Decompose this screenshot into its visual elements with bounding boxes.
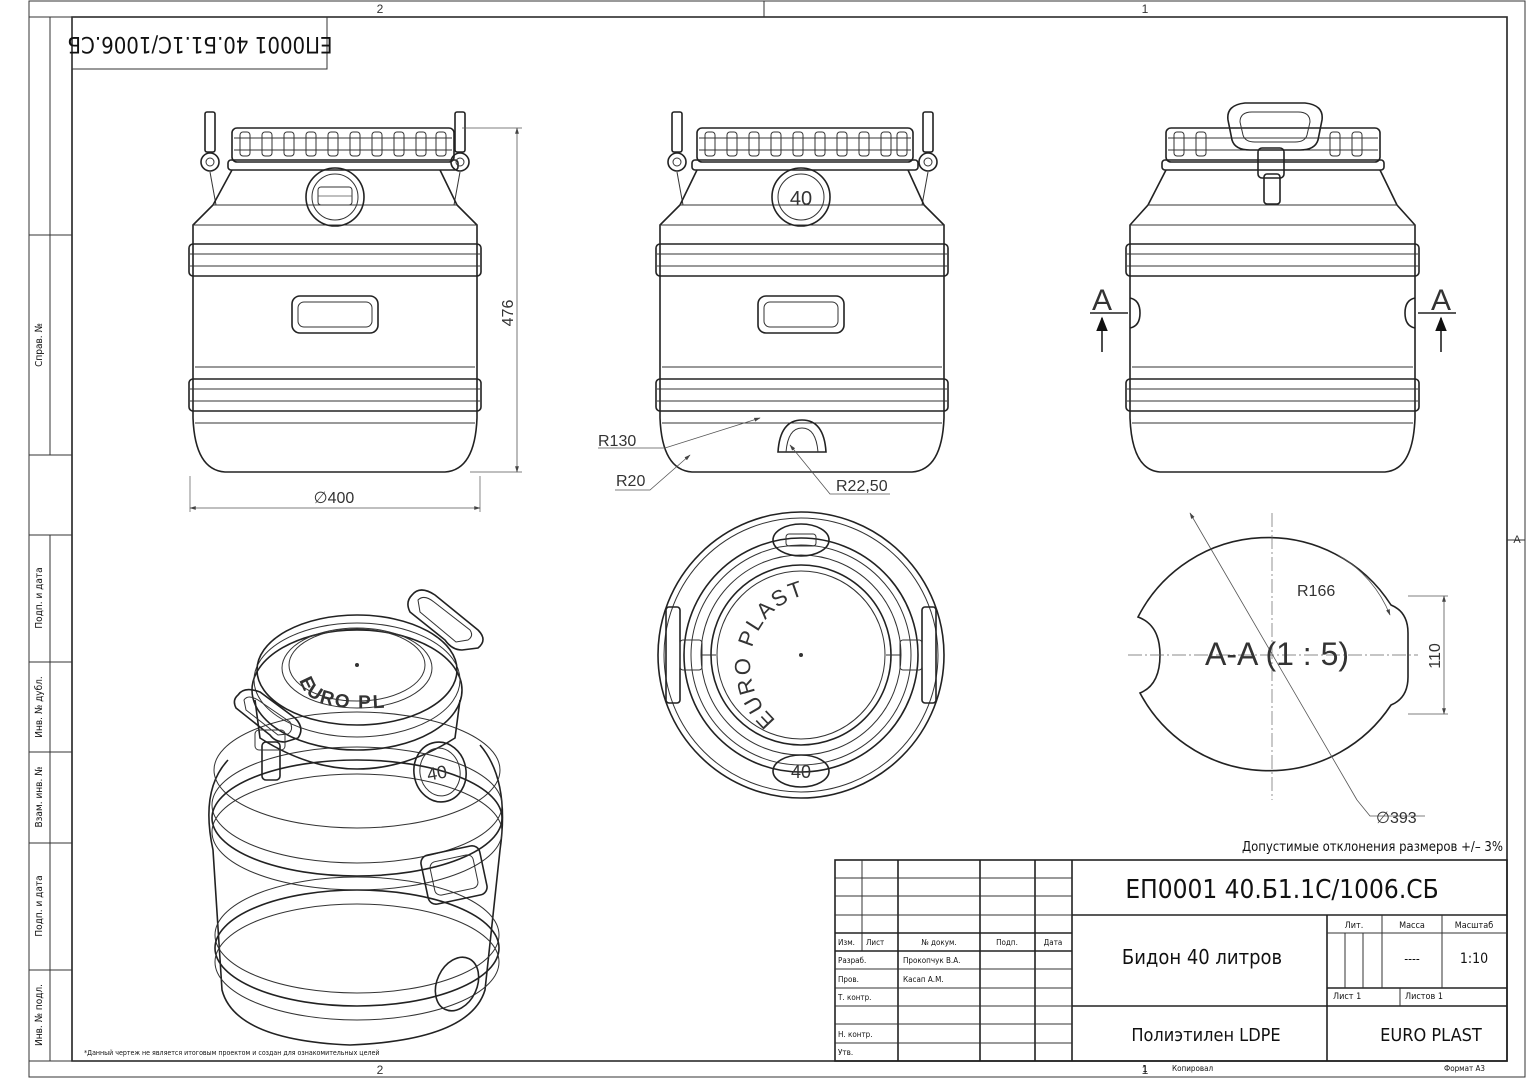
role-developer: Разраб. <box>838 955 866 965</box>
person-checker: Касап А.М. <box>903 975 944 984</box>
section-marker-left: A <box>1092 284 1112 317</box>
col-header-doc: № докум. <box>921 938 956 947</box>
title-block-name: Бидон 40 литров <box>1122 945 1282 969</box>
iso-badge-number: 40 <box>425 762 448 785</box>
title-block-lit-label: Лит. <box>1345 921 1364 931</box>
side-strip <box>29 17 72 1061</box>
disclaimer-note: *Данный чертеж не является итоговым прое… <box>84 1049 379 1057</box>
side-label-dup-inv: Инв. № дубл. <box>33 676 45 738</box>
side-radius-r22-50: R22,50 <box>836 478 888 495</box>
col-header-date: Дата <box>1044 938 1063 947</box>
title-block-scale-label: Масштаб <box>1455 920 1493 931</box>
section-opening-dim: 110 <box>1427 643 1444 669</box>
side-radius-r130: R130 <box>598 433 636 450</box>
side-label-ref-no: Справ. № <box>34 323 45 367</box>
isometric-view <box>208 589 504 1046</box>
title-block-scale-value: 1:10 <box>1460 951 1488 967</box>
title-block-company: EURO PLAST <box>1380 1025 1482 1046</box>
section-title: A-A (1 : 5) <box>1205 636 1349 672</box>
zone-label-right: A <box>1513 534 1521 546</box>
side-label-orig-inv: Инв. № подл. <box>34 984 45 1046</box>
section-diameter: ∅393 <box>1376 810 1417 827</box>
footer-copied: Копировал <box>1172 1064 1213 1073</box>
code-box-text: ЕП0001 40.Б1.1С/1006.СБ <box>67 31 332 56</box>
code-box <box>71 16 328 70</box>
footer-format: Формат А3 <box>1444 1064 1485 1073</box>
side-label-repl-inv: Взам. инв. № <box>34 766 45 827</box>
role-checker: Пров. <box>838 975 859 984</box>
col-header-sheet: Лист <box>866 938 884 947</box>
title-block <box>834 859 1508 1062</box>
section-radius: R166 <box>1297 583 1335 600</box>
side-label-sign-date-1: Подп. и дата <box>34 567 45 628</box>
top-logo-text: EURO PLAST <box>730 575 807 734</box>
zone-label-bottom-left: 2 <box>377 1063 384 1077</box>
title-block-material: Полиэтилен LDPE <box>1131 1025 1280 1046</box>
person-developer: Прокопчук В.А. <box>903 956 960 965</box>
col-header-change: Изм. <box>838 938 855 947</box>
side-view <box>598 111 949 495</box>
side-radius-r20: R20 <box>616 473 645 490</box>
top-view <box>657 511 945 799</box>
tolerance-note: Допустимые отклонения размеров +/– 3% <box>1242 840 1503 855</box>
front-view <box>188 111 522 512</box>
side-label-sign-date-2: Подп. и дата <box>34 875 45 936</box>
title-block-code: ЕП0001 40.Б1.1С/1006.СБ <box>1125 875 1438 905</box>
role-approved: Утв. <box>838 1048 853 1057</box>
role-tech-control: Т. контр. <box>837 993 871 1002</box>
front-height-dim: 476 <box>500 300 517 327</box>
front-width-dim: ∅400 <box>314 490 355 507</box>
top-logo-path: EURO PLAST <box>730 575 805 734</box>
top-badge-number: 40 <box>791 762 811 782</box>
col-header-sign: Подп. <box>996 938 1018 947</box>
zone-label-bottom-right: 1 <box>1142 1063 1149 1077</box>
role-norm-control: Н. контр. <box>838 1030 873 1039</box>
title-block-sheets: Листов 1 <box>1405 992 1443 1002</box>
title-block-sheet: Лист 1 <box>1333 992 1361 1002</box>
footer-sheet-no: 1 <box>1142 1064 1148 1075</box>
title-block-mass-label: Масса <box>1399 921 1425 931</box>
title-block-mass-value: ---- <box>1404 952 1420 966</box>
side-badge-number: 40 <box>790 188 812 210</box>
zone-label-top-left: 2 <box>377 2 384 16</box>
right-view <box>1090 102 1456 473</box>
section-marker-right: A <box>1431 284 1451 317</box>
zone-label-top-right: 1 <box>1142 2 1149 16</box>
section-view <box>1128 512 1448 817</box>
